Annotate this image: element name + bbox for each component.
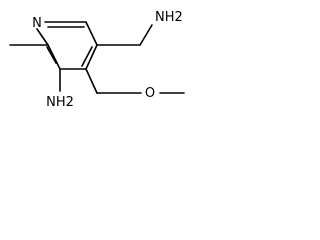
bond-c4-ch2	[85, 68, 98, 94]
bond-ch2-nh2	[139, 24, 153, 46]
bond-c2-c3	[85, 21, 98, 46]
amino-nh2-label: NH2	[46, 95, 74, 110]
bond-c3-c4	[85, 44, 98, 70]
ring-nitrogen-label: N	[32, 16, 42, 31]
oxygen-label: O	[145, 86, 155, 101]
double-bond-c5-c6	[46, 46, 57, 64]
bond-c5-c6	[47, 44, 61, 70]
chemical-structure-diagram: N NH2 O NH2	[9, 10, 185, 110]
aminomethyl-nh2-label: NH2	[155, 10, 183, 25]
double-bond-c3-c4	[81, 46, 93, 67]
bond-c6-n	[36, 28, 49, 46]
